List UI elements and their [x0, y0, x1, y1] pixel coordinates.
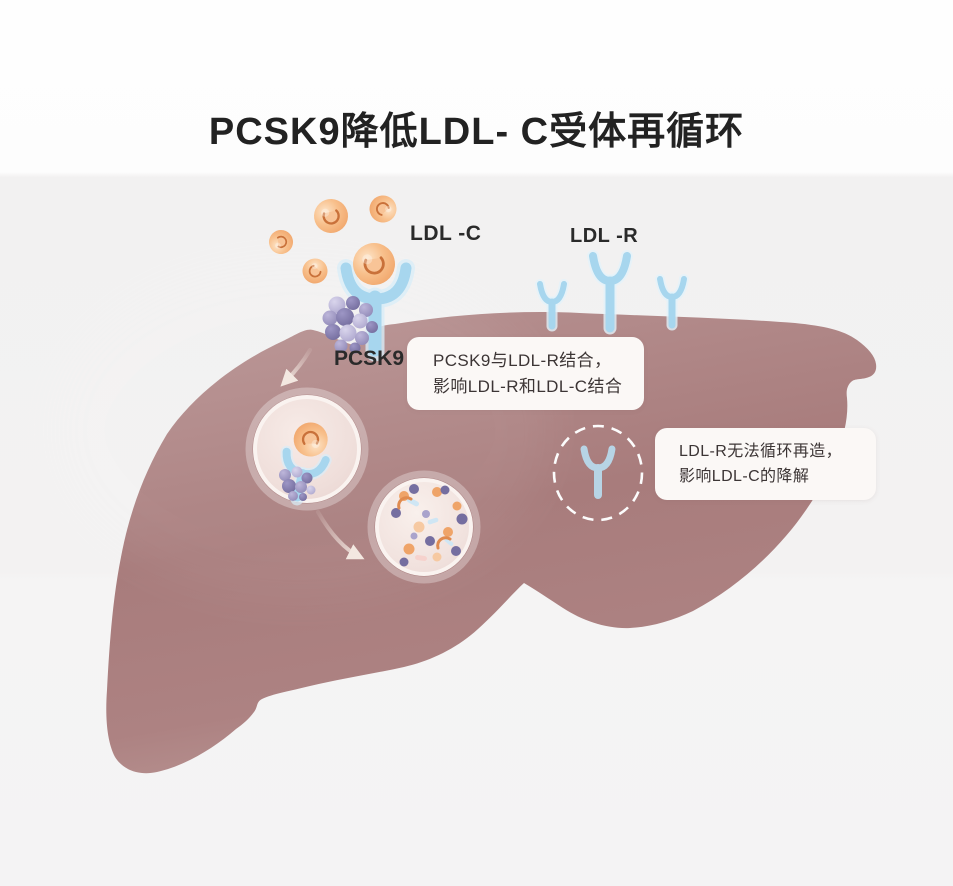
ldl-receptor-icon	[587, 250, 633, 335]
callout-recycle-line1: LDL-R无法循环再造，	[679, 443, 843, 460]
ldl-c-particle-icon	[302, 258, 328, 284]
ldl-c-particle-icon	[293, 422, 328, 457]
ldl-c-particle-icon	[314, 199, 348, 233]
ldl-receptor-icon	[535, 279, 569, 332]
lysosome-vesicle-icon	[367, 470, 481, 584]
ldl-r-label: LDL -R	[570, 225, 639, 247]
pcsk9-cluster-icon	[279, 466, 316, 501]
ldl-receptor-icon	[655, 274, 689, 331]
membrane-receptors	[535, 250, 689, 335]
degradation-arrow-icon	[316, 510, 365, 560]
callout-recycle-line2: 影响LDL-C的降解	[679, 468, 810, 485]
endosome-vesicle-icon	[245, 387, 369, 511]
pcsk9-cluster-icon	[322, 296, 378, 354]
page-title: PCSK9降低LDL- C受体再循环	[208, 111, 745, 153]
degraded-fragments	[391, 484, 468, 567]
ldl-c-particle-icon	[353, 243, 395, 285]
ldl-c-particles	[269, 195, 397, 284]
callout-binding-line2: 影响LDL-R和LDL-C结合	[433, 376, 623, 396]
dashed-circle	[552, 424, 644, 522]
ldl-c-particle-icon	[269, 230, 293, 254]
recycle-blocked-icon	[552, 424, 644, 522]
endocytosis-arrow-icon	[280, 348, 312, 387]
ldl-c-particle-icon	[369, 195, 397, 223]
callout-recycle: LDL-R无法循环再造， 影响LDL-C的降解	[655, 428, 876, 500]
ldl-c-label: LDL -C	[410, 222, 482, 245]
callout-binding-line1: PCSK9与LDL-R结合，	[433, 350, 612, 370]
bound-complex	[322, 243, 415, 362]
callout-binding: PCSK9与LDL-R结合， 影响LDL-R和LDL-C结合	[407, 337, 644, 410]
ldl-receptor-icon	[580, 445, 616, 499]
pcsk9-label: PCSK9	[334, 347, 405, 370]
